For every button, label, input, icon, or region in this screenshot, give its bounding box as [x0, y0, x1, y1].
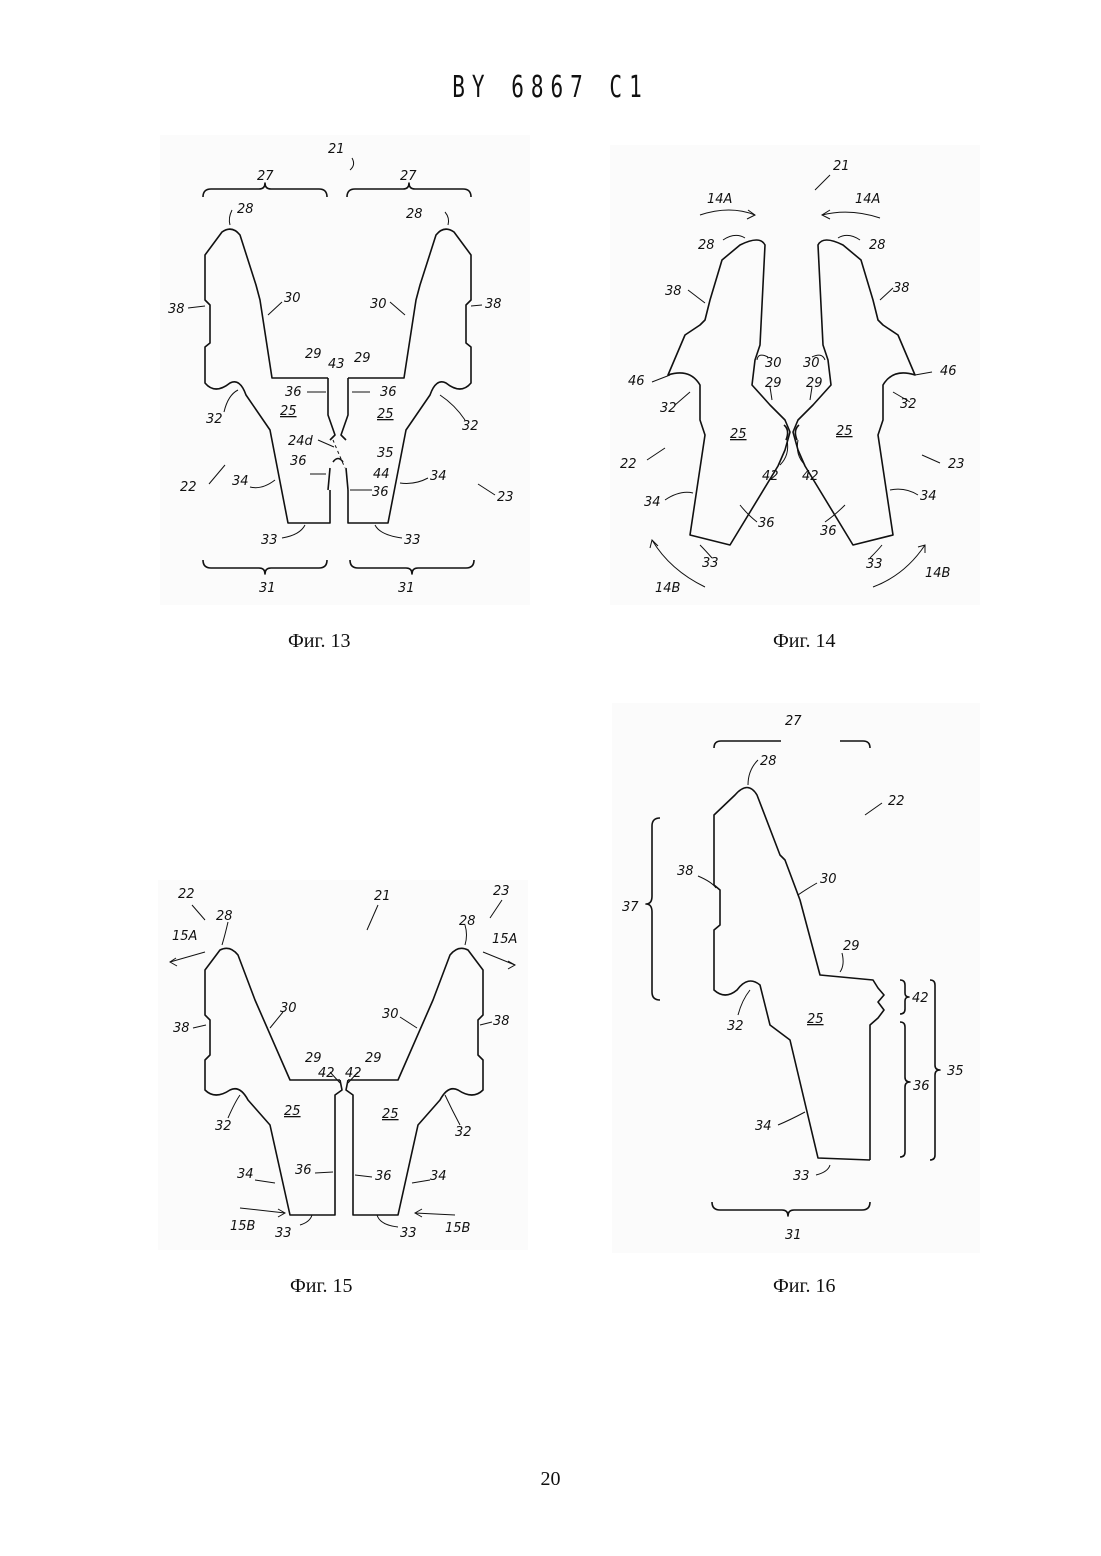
label: 29: [843, 939, 860, 954]
page-number: 20: [0, 1468, 1101, 1491]
leader: [798, 883, 817, 895]
label: 30: [820, 872, 837, 887]
brace-37: [646, 818, 660, 1000]
label: 35: [947, 1064, 964, 1079]
label: 32: [727, 1019, 744, 1034]
leader: [738, 990, 750, 1015]
label: 31: [785, 1228, 802, 1243]
label: 34: [755, 1119, 772, 1134]
label: 42: [912, 991, 929, 1006]
label: 33: [793, 1169, 810, 1184]
element-22-outline: [714, 788, 884, 1161]
label: 38: [677, 864, 694, 879]
label: 25: [807, 1012, 824, 1027]
brace-35: [930, 980, 940, 1160]
figure-16-caption: Фиг. 16: [773, 1275, 835, 1298]
label: 28: [760, 754, 777, 769]
leader: [778, 1112, 805, 1125]
label: 36: [913, 1079, 930, 1094]
brace-36: [900, 1022, 910, 1157]
brace-27: [714, 741, 870, 748]
label: 22: [888, 794, 905, 809]
label: 27: [785, 714, 802, 729]
brace-42: [900, 980, 909, 1014]
leader: [840, 953, 843, 972]
leader: [816, 1165, 830, 1175]
leader: [748, 760, 758, 785]
label: 37: [622, 900, 639, 915]
leader: [865, 803, 882, 815]
brace-31: [712, 1202, 870, 1216]
